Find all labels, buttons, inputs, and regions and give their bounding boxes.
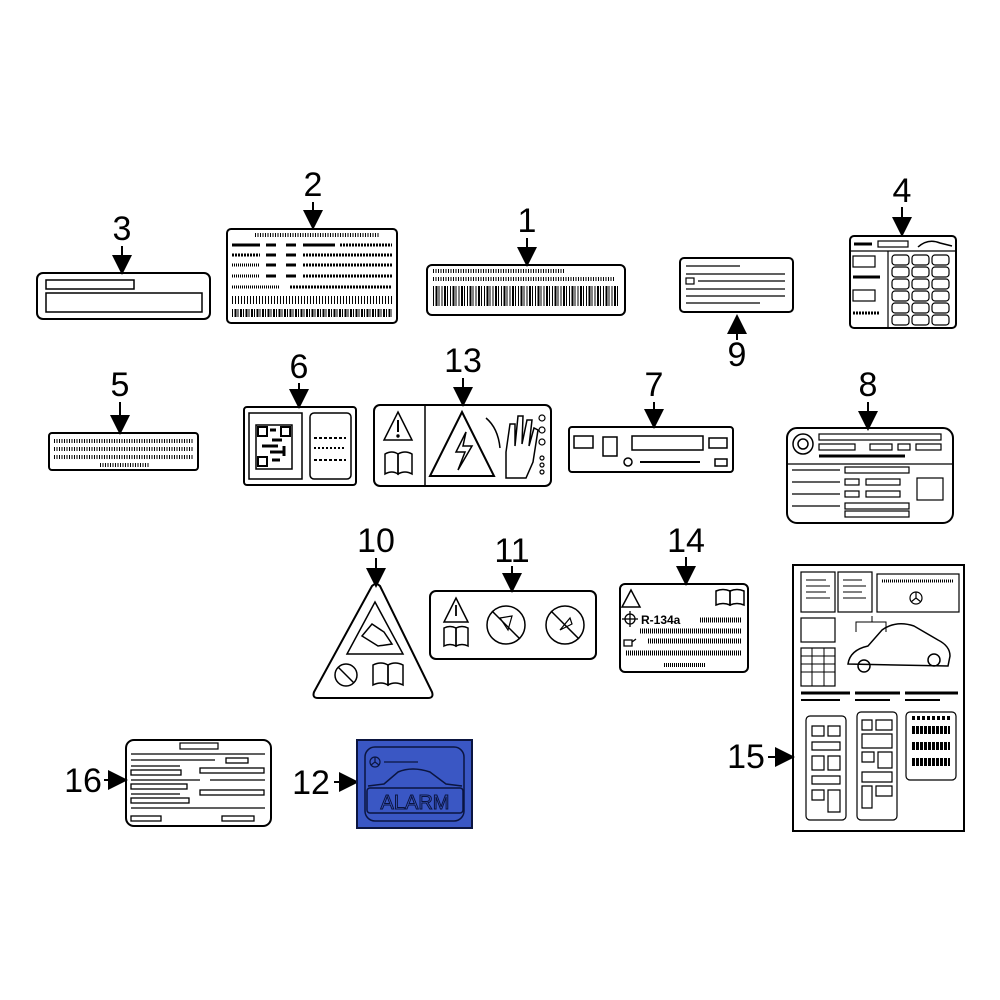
high-voltage-warning-icon [428,409,496,477]
callout-13: 13 [444,342,482,380]
label-7 [568,426,734,473]
warning-triangle-icon [345,600,405,655]
callout-numbers: 1 2 3 4 5 6 7 8 9 10 11 12 13 14 15 16 [64,166,911,802]
car-outline-icon [367,768,463,787]
refrigerant-label: R-134a [641,613,681,627]
star-emblem-icon [369,756,381,768]
callout-16: 16 [64,762,102,800]
callout-8: 8 [859,366,878,404]
callout-11: 11 [494,532,529,570]
label-15 [792,564,965,832]
label-3 [36,272,211,320]
callout-15: 15 [727,738,765,776]
leader-arrows [104,202,912,792]
callout-2: 2 [304,166,323,204]
label-2 [226,228,398,324]
manual-book-icon [372,662,404,687]
manual-book-icon [715,588,745,607]
callout-3: 3 [113,210,132,248]
label-9 [679,257,794,313]
hand-icon [505,415,539,479]
label-8 [786,427,954,524]
label-1 [426,264,626,316]
star-emblem-icon [909,591,923,605]
label-4 [849,235,957,329]
callout-12: 12 [292,764,330,802]
callout-1: 1 [518,202,537,240]
oil-can-icon [623,638,637,647]
no-smoking-icon [334,663,358,687]
fuse-diagram-right [905,711,957,781]
callout-14: 14 [667,522,705,560]
car-outline-icon [847,623,951,667]
label-11 [429,590,597,660]
callout-10: 10 [357,522,395,560]
label-16 [125,739,272,827]
callout-5: 5 [111,366,130,404]
label-12: ALARM [356,739,473,829]
qr-code-icon [255,424,293,470]
callout-7: 7 [645,366,664,404]
label-10 [312,583,434,699]
label-6 [243,406,357,486]
label-14: R-134a [619,583,749,673]
ac-fan-icon [622,611,638,627]
warning-triangle-icon [442,596,470,623]
warning-triangle-icon [382,410,414,441]
callout-6: 6 [290,348,309,386]
no-fan-icon [545,605,585,645]
alarm-text: ALARM [381,792,450,814]
callout-4: 4 [893,172,912,210]
warning-triangle-icon [620,588,642,608]
logo-circle-icon [792,433,814,455]
label-5 [48,432,199,471]
manual-book-icon [443,625,469,648]
fuse-diagram-middle [856,711,898,821]
manual-book-icon [384,451,413,476]
label-13 [373,404,552,487]
callout-9: 9 [728,336,747,374]
fuse-diagram-left [805,715,847,821]
no-hand-fan-icon [486,605,526,645]
